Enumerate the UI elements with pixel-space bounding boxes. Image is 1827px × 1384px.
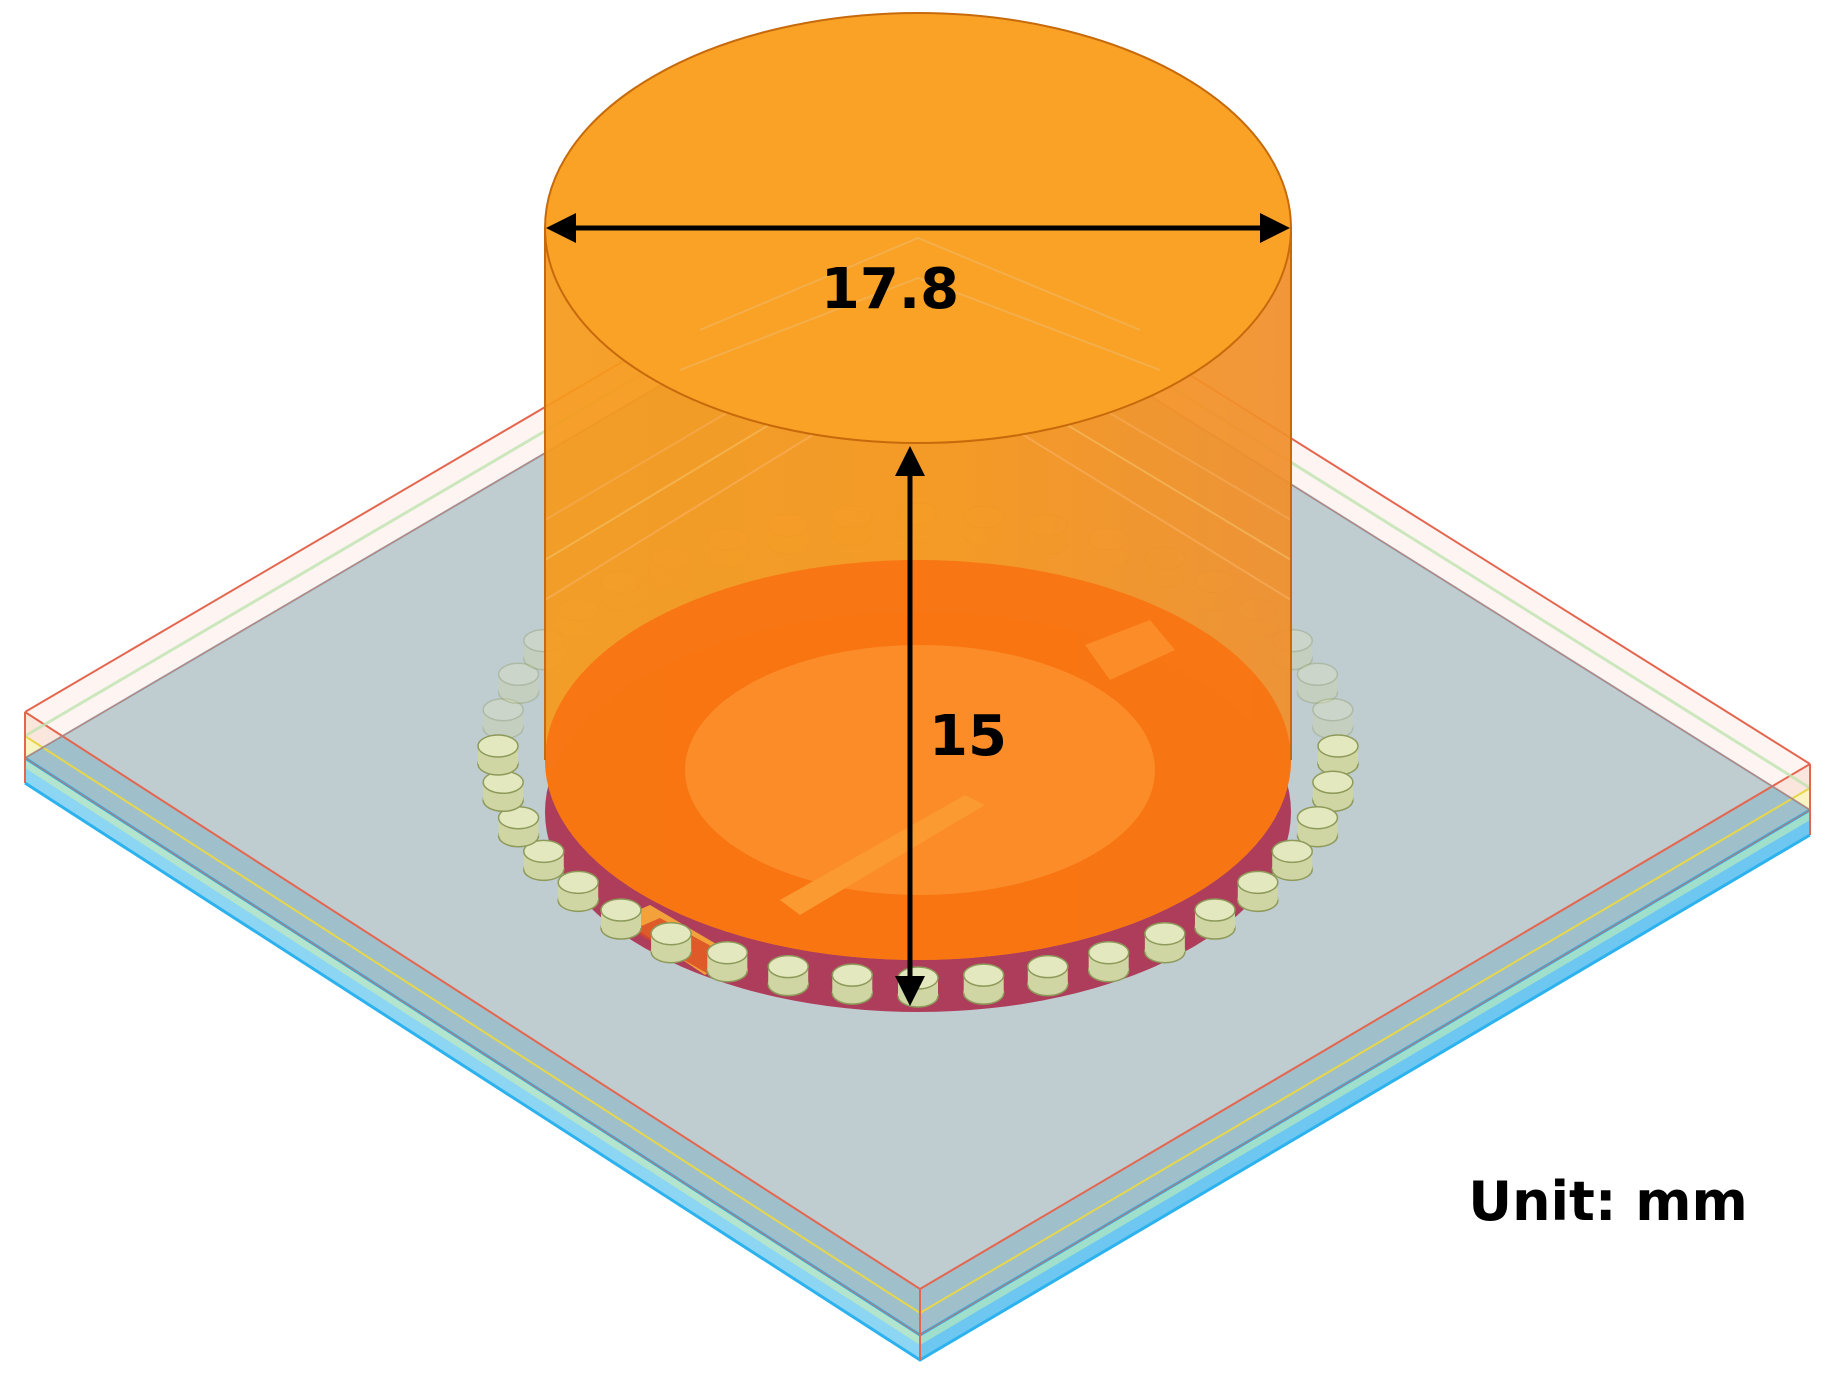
- via: [1087, 940, 1130, 983]
- via: [650, 921, 692, 964]
- via: [477, 734, 519, 776]
- via: [831, 963, 874, 1005]
- via: [1296, 805, 1339, 848]
- via: [897, 966, 939, 1008]
- via: [767, 954, 809, 997]
- via: [600, 898, 642, 940]
- via: [962, 963, 1005, 1005]
- height-label: 15: [929, 704, 1007, 769]
- via: [557, 870, 599, 913]
- via: [1237, 870, 1279, 913]
- unit-label: Unit: mm: [1468, 1170, 1748, 1233]
- via: [1027, 954, 1069, 997]
- via: [482, 770, 524, 813]
- via: [1194, 898, 1236, 940]
- via: [1317, 734, 1359, 776]
- via: [706, 940, 749, 983]
- via: [1296, 662, 1339, 705]
- via: [523, 839, 565, 882]
- via: [1312, 697, 1354, 740]
- dielectric-cylinder: [544, 12, 1292, 960]
- ring-patch-inner: [685, 645, 1155, 895]
- via: [1144, 921, 1186, 964]
- via: [497, 662, 540, 705]
- via: [1312, 770, 1354, 813]
- via: [497, 805, 540, 848]
- diameter-label: 17.8: [821, 257, 959, 322]
- via: [482, 697, 524, 740]
- via: [1271, 839, 1313, 882]
- via-ring-front: [477, 734, 1359, 1008]
